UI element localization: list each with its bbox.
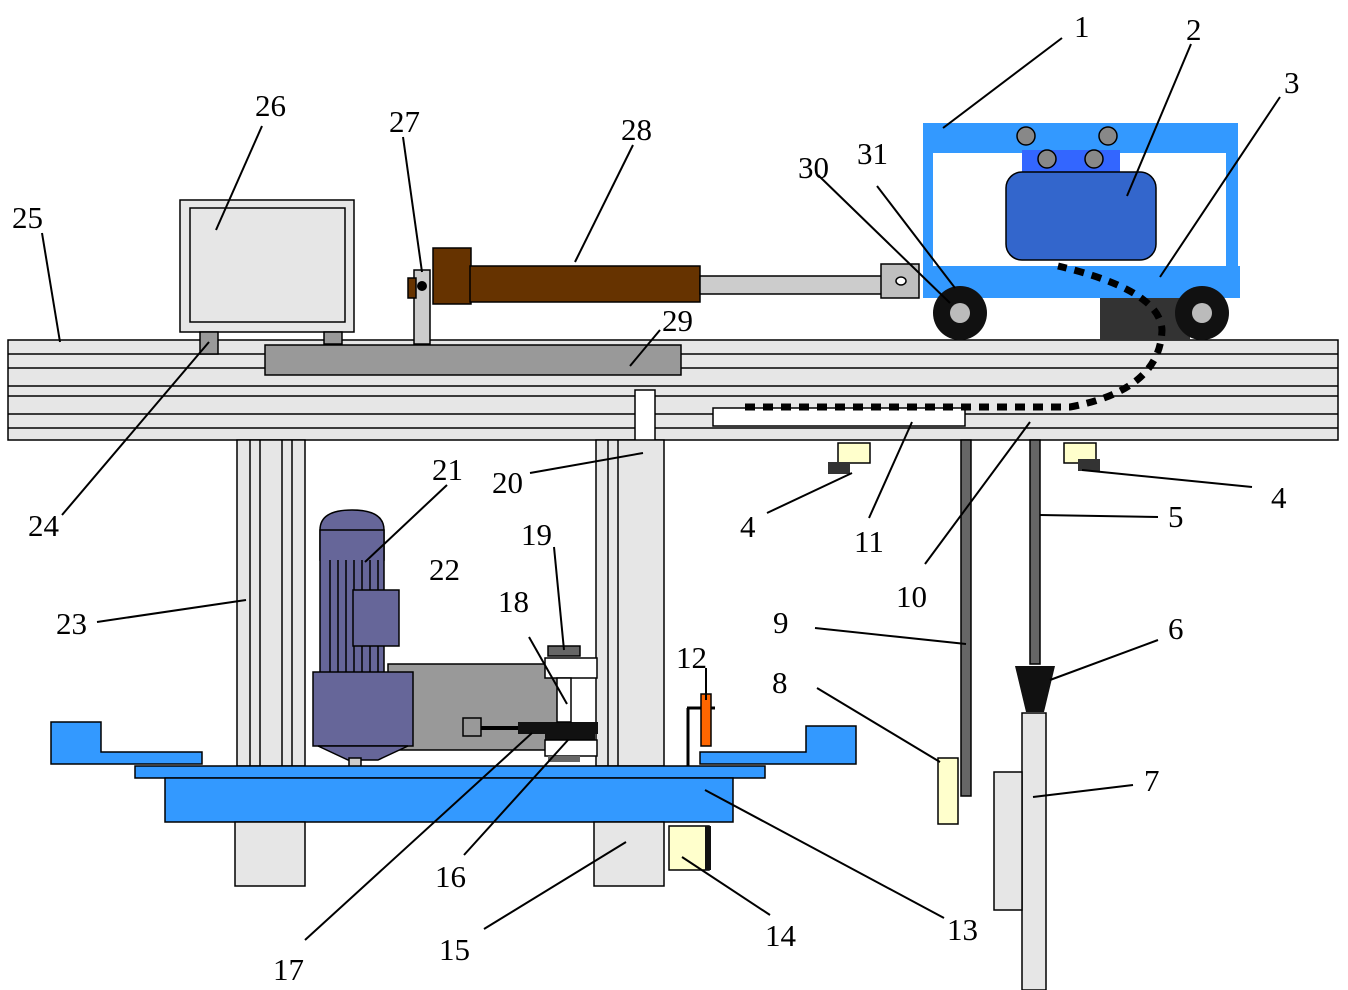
label-19: 19 [521,517,552,552]
support-column-right [595,439,665,767]
test-pile [1021,712,1047,990]
label-31: 31 [857,136,888,171]
label-29: 29 [662,303,693,338]
label-24: 24 [28,508,60,543]
vertical-rod-5 [1029,439,1041,665]
hydraulic-cylinder [407,247,920,345]
label-21: 21 [432,452,463,487]
bracket-right [699,725,857,765]
base-leg-left [234,821,306,887]
leader-lines [41,37,1281,941]
label-2: 2 [1186,12,1202,47]
test-box [1005,171,1157,261]
label-26: 26 [255,88,286,123]
label-6: 6 [1168,611,1184,646]
label-14: 14 [765,918,797,953]
label-27: 27 [389,104,420,139]
label-11: 11 [854,524,884,559]
label-8: 8 [772,665,788,700]
label-20: 20 [492,465,523,500]
label-17: 17 [273,952,304,987]
label-18: 18 [498,584,529,619]
pile-guide [993,771,1023,911]
gear-box [387,663,569,751]
label-4-left: 4 [740,509,756,544]
slide-plate [264,344,682,376]
vertical-rod-9 [960,439,972,797]
cable [745,262,1166,411]
label-10: 10 [896,579,927,614]
label-5: 5 [1168,499,1184,534]
conical-tip [1015,666,1055,712]
label-15: 15 [439,932,470,967]
motor [312,509,414,769]
label-22: 22 [429,552,460,587]
base-table [164,777,734,823]
trolley-frame [923,123,1240,298]
label-30: 30 [798,150,829,185]
base-thin-plate [134,765,766,779]
label-25: 25 [12,200,43,235]
sensor-right [1063,442,1100,471]
label-16: 16 [435,859,466,894]
label-4-right: 4 [1271,480,1287,515]
label-13: 13 [947,912,978,947]
label-7: 7 [1144,763,1160,798]
label-3: 3 [1284,65,1300,100]
pulley [518,722,598,734]
sensor-left [828,442,871,474]
cable-track [712,407,966,427]
support-column-left [236,439,306,767]
monitor [179,199,355,355]
number-labels: 1 2 3 4 4 5 6 7 8 9 10 11 12 13 14 15 16… [12,9,1300,987]
label-9: 9 [773,605,789,640]
label-12: 12 [676,640,707,675]
label-28: 28 [621,112,652,147]
target-plate [937,757,959,825]
label-23: 23 [56,606,87,641]
bracket-left [50,721,203,765]
piston-rod [699,275,883,295]
trolley-wheel-right [1175,286,1229,340]
label-1: 1 [1074,9,1090,44]
